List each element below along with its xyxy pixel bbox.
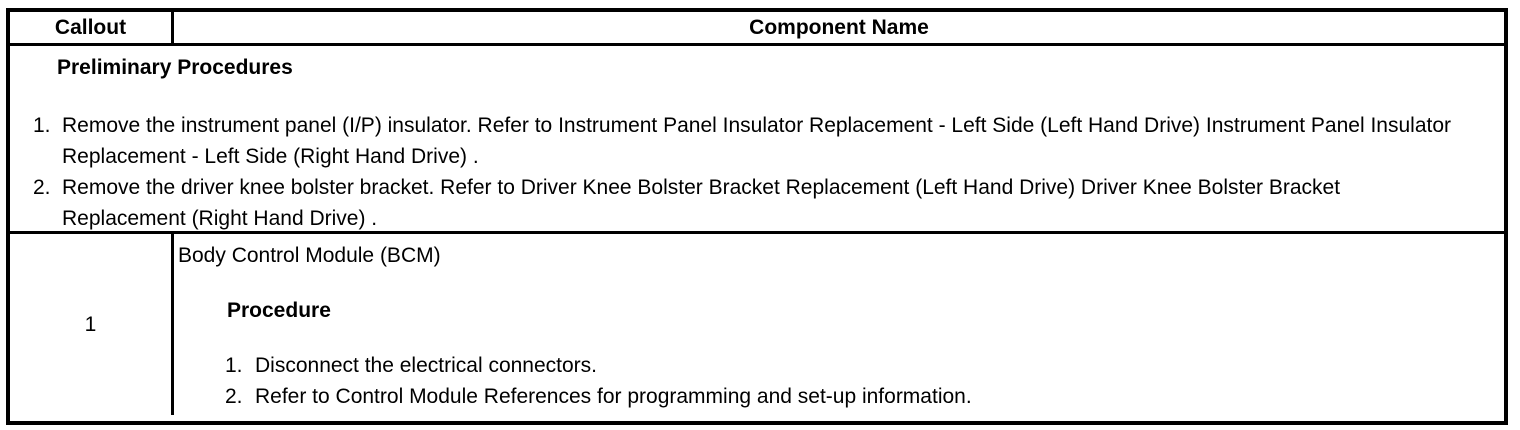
component-name-column-header: Component Name [749, 16, 929, 39]
callout-column-header: Callout [10, 12, 174, 43]
component-row: 1 Body Control Module (BCM) Procedure 1.… [10, 234, 1504, 415]
preliminary-step: 2. Remove the driver knee bolster bracke… [33, 172, 1504, 231]
step-number: 1. [33, 114, 51, 137]
callout-cell: 1 [10, 234, 174, 415]
preliminary-step: 1. Remove the instrument panel (I/P) ins… [33, 110, 1504, 172]
step-text: Remove the instrument panel (I/P) insula… [62, 114, 1452, 168]
procedure-step: 2. Refer to Control Module References fo… [225, 381, 1504, 412]
step-number: 2. [225, 385, 243, 408]
step-number: 1. [225, 354, 243, 377]
step-text: Refer to Control Module References for p… [255, 385, 972, 408]
step-text: Remove the driver knee bolster bracket. … [62, 176, 1341, 230]
procedure-step: 1. Disconnect the electrical connectors. [225, 350, 1504, 381]
step-text: Disconnect the electrical connectors. [255, 354, 597, 377]
component-table: Callout Component Name Preliminary Proce… [6, 8, 1508, 425]
callout-number: 1 [84, 313, 97, 336]
preliminary-procedures-row: Preliminary Procedures 1. Remove the ins… [10, 46, 1504, 234]
table-header-row: Callout Component Name [10, 12, 1504, 46]
procedure-title: Procedure [227, 299, 331, 322]
component-cell: Body Control Module (BCM) Procedure 1. D… [174, 234, 1504, 415]
component-name-text: Body Control Module (BCM) [178, 244, 441, 267]
step-number: 2. [33, 176, 51, 199]
preliminary-procedures-title: Preliminary Procedures [57, 56, 293, 79]
